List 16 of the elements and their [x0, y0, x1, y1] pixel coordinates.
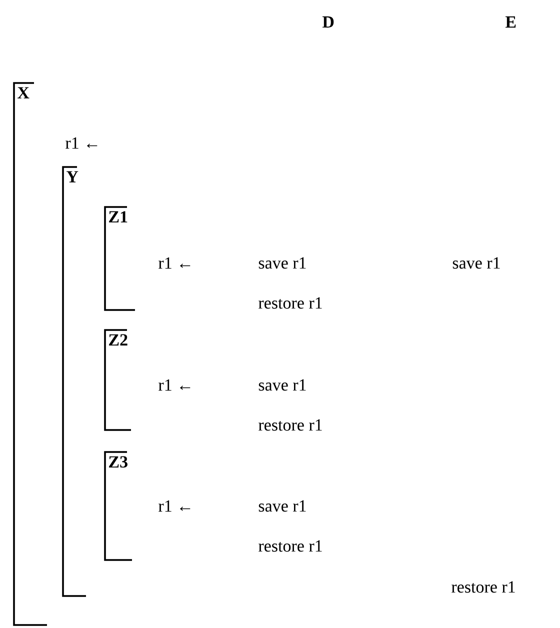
code-line: save r1 — [258, 500, 306, 512]
bracket: X — [13, 82, 47, 626]
code-line: restore r1 — [258, 540, 322, 552]
column-heading: D — [322, 16, 334, 28]
code-line: restore r1 — [258, 297, 322, 309]
code-line: restore r1 — [452, 581, 515, 593]
code-line: r1 ← — [66, 137, 98, 149]
code-line: save r1 — [258, 379, 306, 391]
code-line: save r1 — [452, 257, 500, 269]
bracket: Z1 — [104, 206, 135, 311]
bracket: Z3 — [104, 451, 132, 561]
code-line: restore r1 — [258, 419, 322, 431]
bracket: Z2 — [104, 329, 131, 431]
bracket: Y — [62, 166, 86, 597]
code-line: save r1 — [258, 257, 306, 269]
column-heading: E — [506, 16, 516, 28]
